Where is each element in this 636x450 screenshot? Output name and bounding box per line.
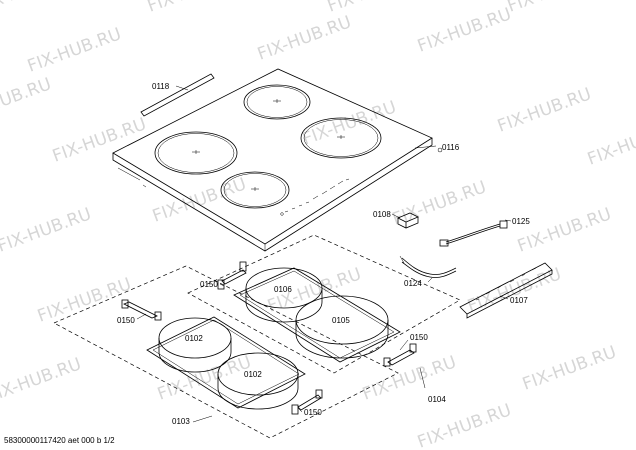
part-label-0108: 0108 bbox=[373, 210, 391, 219]
document-id: 58300000117420 aet 000 b 1/2 bbox=[4, 436, 115, 445]
watermark: FIX-HUB.RU bbox=[515, 204, 614, 256]
assembly-outline-0104 bbox=[187, 234, 461, 374]
watermark: FIX-HUB.RU bbox=[465, 264, 564, 316]
part-label-0118: 0118 bbox=[152, 82, 170, 91]
part-label-0103: 0103 bbox=[172, 417, 190, 426]
part-label-0150-right: 0150 bbox=[410, 333, 428, 342]
part-label-0106: 0106 bbox=[274, 285, 292, 294]
watermark: FIX-HUB.RU bbox=[25, 24, 124, 76]
watermark: FIX-HUB.RU bbox=[415, 400, 514, 450]
watermark: FIX-HUB.RU bbox=[415, 4, 514, 56]
cable-0124 bbox=[399, 255, 457, 278]
connector-block-0108 bbox=[397, 212, 419, 229]
watermark: FIX-HUB.RU bbox=[150, 174, 249, 226]
bracket-0150-left bbox=[121, 299, 162, 321]
watermark: FIX-HUB.RU bbox=[495, 84, 594, 136]
watermark: FIX-HUB.RU bbox=[0, 0, 74, 17]
watermark: FIX-HUB.RU bbox=[0, 74, 54, 126]
heater-frame-0104 bbox=[233, 267, 401, 363]
watermark: FIX-HUB.RU bbox=[505, 0, 604, 17]
bracket-0150-bottom bbox=[291, 389, 323, 415]
assembly-outline-0103 bbox=[53, 265, 399, 439]
part-label-0124: 0124 bbox=[404, 279, 422, 288]
ceramic-hob-top bbox=[112, 68, 443, 252]
watermark: FIX-HUB.RU bbox=[0, 204, 94, 256]
watermark: FIX-HUB.RU bbox=[255, 12, 354, 64]
watermark: FIX-HUB.RU bbox=[0, 354, 84, 406]
control-board-0107 bbox=[459, 262, 553, 319]
part-label-0102-lower: 0102 bbox=[244, 370, 262, 379]
bracket-0150-top bbox=[217, 261, 247, 290]
part-label-0150-bottom: 0150 bbox=[304, 408, 322, 417]
part-label-0105: 0105 bbox=[332, 316, 350, 325]
watermark: FIX-HUB.RU bbox=[585, 117, 636, 169]
bracket-0150-right bbox=[383, 343, 417, 367]
part-label-0104: 0104 bbox=[428, 395, 446, 404]
trim-strip-0118 bbox=[140, 73, 215, 117]
leader-lines bbox=[136, 85, 512, 423]
watermark: FIX-HUB.RU bbox=[50, 114, 149, 166]
heater-frame-0103 bbox=[146, 316, 306, 410]
watermark: FIX-HUB.RU bbox=[520, 342, 619, 394]
part-label-0102-upper: 0102 bbox=[185, 334, 203, 343]
watermark: FIX-HUB.RU bbox=[145, 0, 244, 17]
watermark: FIX-HUB.RU bbox=[300, 97, 399, 149]
part-label-0116: 0116 bbox=[442, 143, 460, 152]
watermark: FIX-HUB.RU bbox=[390, 177, 489, 229]
part-label-0125: 0125 bbox=[512, 217, 530, 226]
part-label-0150-left: 0150 bbox=[117, 316, 135, 325]
cable-0125 bbox=[439, 220, 508, 247]
part-label-0150-top: 0150 bbox=[200, 280, 218, 289]
part-labels: 0118 0116 0108 0125 0124 0107 0150 0150 … bbox=[117, 82, 530, 426]
watermark: FIX-HUB.RU bbox=[155, 352, 254, 404]
part-label-0107: 0107 bbox=[510, 296, 528, 305]
